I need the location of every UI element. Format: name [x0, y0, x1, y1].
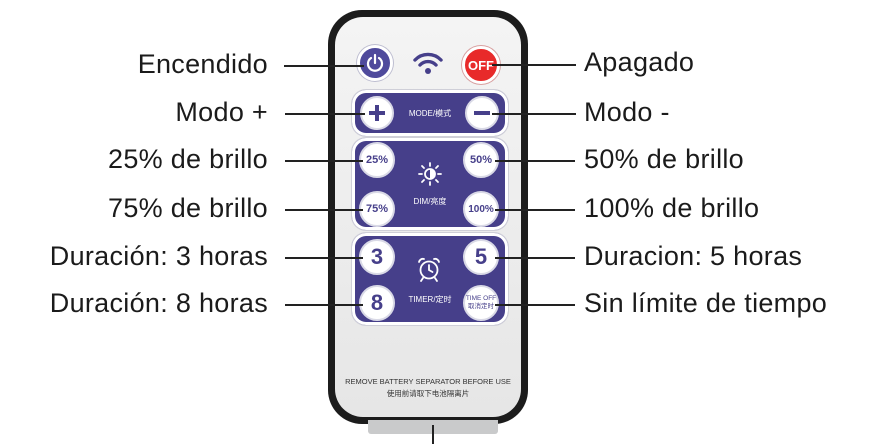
- off-button-label: OFF: [468, 57, 494, 73]
- timer-5h-button[interactable]: 5: [463, 239, 499, 275]
- callout-line-mode-minus: [492, 113, 576, 115]
- callout-line-timer-8h: [285, 304, 363, 306]
- label-brightness-25: 25% de brillo: [108, 144, 268, 174]
- callout-line-timer-off: [495, 304, 575, 306]
- plus-icon: [369, 105, 385, 121]
- brightness-25-label: 25%: [365, 154, 389, 166]
- callout-line-mode-plus: [285, 113, 365, 115]
- callout-line-power-off: [492, 64, 576, 66]
- label-timer-3h: Duración: 3 horas: [49, 241, 268, 271]
- callout-line-brightness-50: [495, 160, 575, 162]
- timer-5h-label: 5: [474, 244, 488, 269]
- timer-3h-button[interactable]: 3: [359, 239, 395, 275]
- timer-off-label-line2: 取消定时: [468, 303, 494, 310]
- alarm-clock-icon: [418, 257, 440, 282]
- callout-line-brightness-25: [285, 160, 363, 162]
- label-timer-off: Sin límite de tiempo: [584, 288, 828, 318]
- label-brightness-75: 75% de brillo: [108, 193, 268, 223]
- label-mode-minus: Modo -: [584, 97, 670, 127]
- label-power-on: Encendido: [137, 49, 268, 79]
- timer-off-button[interactable]: TIME OFF 取消定时: [463, 285, 499, 321]
- sun-icon: [418, 162, 442, 186]
- mode-label: MODE/模式: [408, 109, 452, 118]
- brightness-50-label: 50%: [469, 154, 493, 166]
- brightness-50-button[interactable]: 50%: [463, 142, 499, 178]
- mode-plus-button[interactable]: [360, 96, 394, 130]
- dim-label: DIM/亮度: [413, 197, 447, 206]
- timer-8h-label: 8: [370, 290, 384, 315]
- minus-icon: [474, 111, 490, 115]
- callout-line-power-on: [284, 65, 364, 67]
- label-brightness-50: 50% de brillo: [584, 144, 744, 174]
- callout-line-timer-5h: [495, 257, 575, 259]
- power-icon: [366, 53, 384, 72]
- battery-instruction-cn: 使用前请取下电池隔离片: [386, 389, 470, 398]
- power-button[interactable]: [357, 45, 393, 81]
- label-mode-plus: Modo +: [175, 97, 268, 127]
- timer-8h-button[interactable]: 8: [359, 285, 395, 321]
- timer-3h-label: 3: [370, 244, 384, 269]
- brightness-75-label: 75%: [365, 203, 389, 215]
- label-timer-8h: Duración: 8 horas: [49, 288, 268, 318]
- timer-off-label-line1: TIME OFF: [465, 295, 497, 302]
- brightness-25-button[interactable]: 25%: [359, 142, 395, 178]
- battery-instruction-en: REMOVE BATTERY SEPARATOR BEFORE USE: [345, 377, 511, 386]
- callout-line-brightness-100: [495, 209, 575, 211]
- brightness-100-label: 100%: [468, 203, 494, 215]
- wifi-signal-icon: [413, 52, 443, 74]
- brightness-75-button[interactable]: 75%: [359, 191, 395, 227]
- timer-label: TIMER/定时: [408, 295, 452, 304]
- label-brightness-100: 100% de brillo: [584, 193, 760, 223]
- label-timer-5h: Duracion: 5 horas: [584, 241, 803, 271]
- callout-line-brightness-75: [285, 209, 363, 211]
- brightness-100-button[interactable]: 100%: [463, 191, 499, 227]
- callout-line-bottom: [432, 425, 434, 444]
- label-power-off: Apagado: [584, 47, 695, 77]
- callout-line-timer-3h: [285, 257, 363, 259]
